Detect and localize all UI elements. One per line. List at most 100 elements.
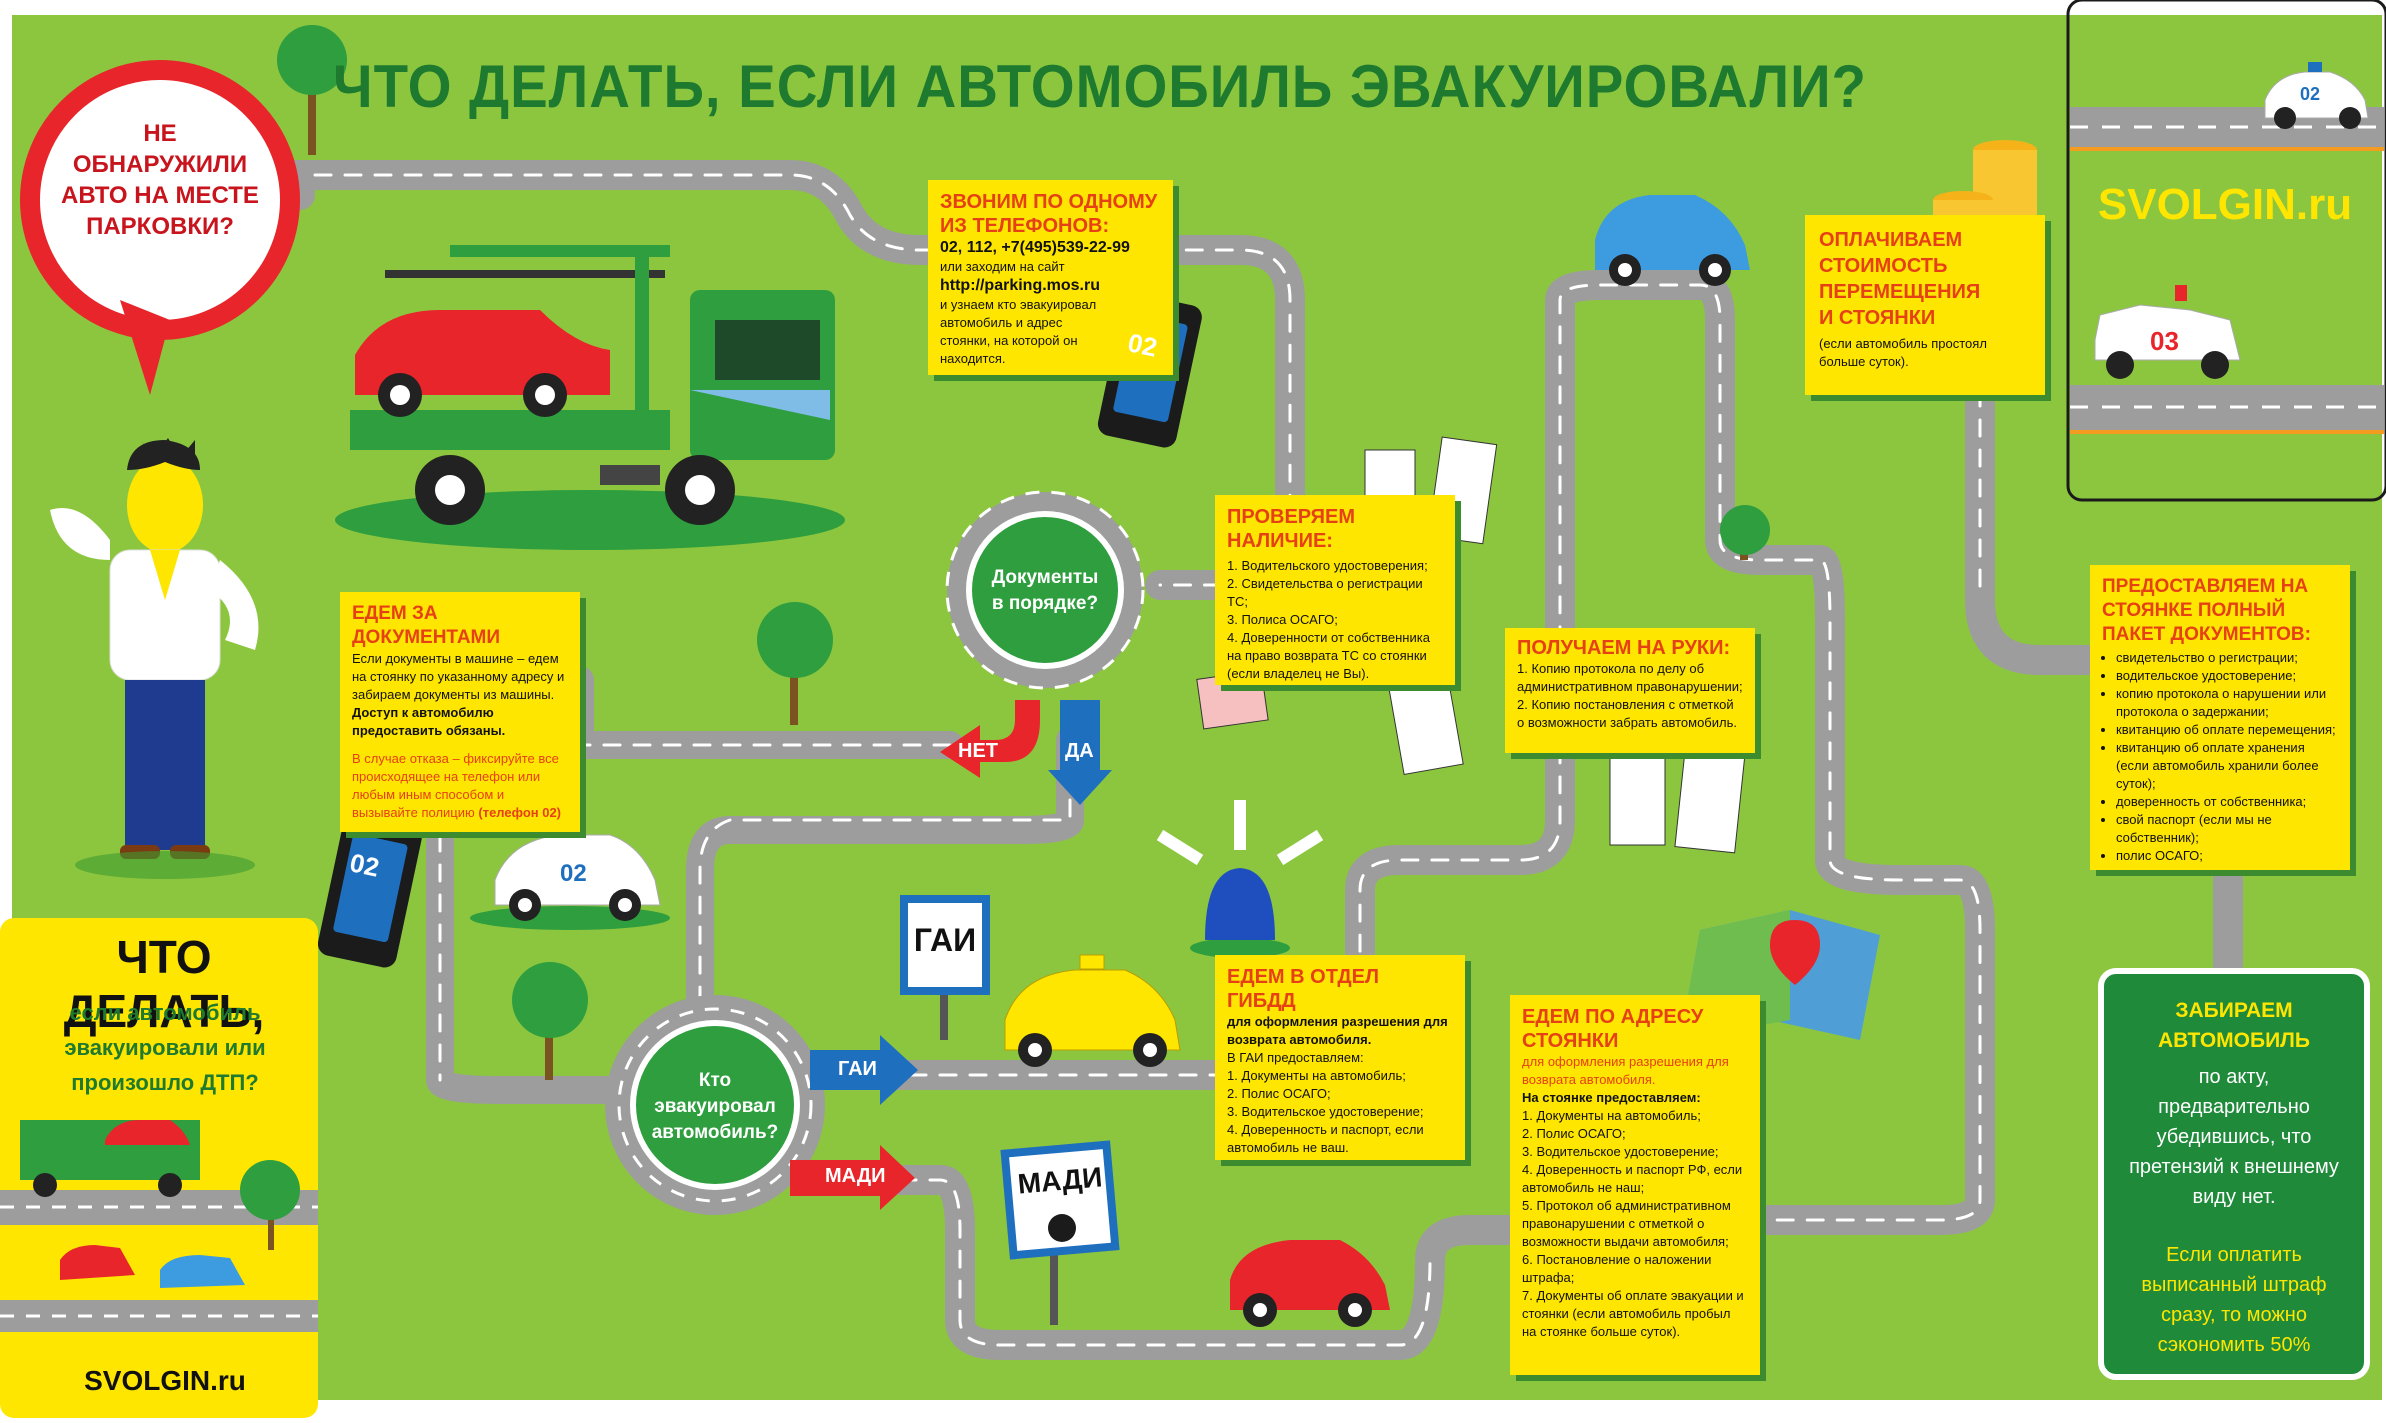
- address-item: 2. Полис ОСАГО;: [1522, 1126, 1626, 1141]
- who-roundabout: [605, 995, 825, 1215]
- siren-light: [1156, 800, 1324, 958]
- docs-roundabout-label: Документы в порядке?: [991, 567, 1099, 614]
- police-car-label: 02: [560, 860, 587, 887]
- ambulance: [2094, 285, 2241, 379]
- receive-item: 2. Копию постановления с отметкой о возм…: [1517, 697, 1737, 730]
- left-panel-site[interactable]: SVOLGIN.ru: [84, 1365, 246, 1396]
- address-item: 5. Протокол об административном правонар…: [1522, 1198, 1731, 1249]
- address-item: 3. Водительское удостоверение;: [1522, 1144, 1719, 1159]
- receive-heading: ПОЛУЧАЕМ НА РУКИ:: [1517, 637, 1731, 659]
- check-box-list: 1. Водительского удостоверения; 2. Свиде…: [1227, 557, 1443, 683]
- provide-heading: ПРЕДОСТАВЛЯЕМ НА СТОЯНКЕ ПОЛНЫЙ ПАКЕТ ДО…: [2102, 576, 2311, 645]
- address-item: 7. Документы об оплате эвакуации и стоян…: [1522, 1288, 1744, 1339]
- address-sub: для оформления разрешения для возврата а…: [1522, 1054, 1729, 1087]
- gibdd-item: 1. Документы на автомобиль;: [1227, 1068, 1406, 1083]
- right-panel-site[interactable]: SVOLGIN.ru: [2097, 180, 2353, 229]
- left-panel-box: [0, 918, 318, 1418]
- call-box-line1: или заходим на сайт: [940, 259, 1065, 274]
- pay-box: ОПЛАЧИВАЕМ СТОИМОСТЬ ПЕРЕМЕЩЕНИЯ И СТОЯН…: [1805, 215, 2045, 395]
- yes-arrow: [1048, 700, 1112, 805]
- pay-note: (если автомобиль простоял больше суток).: [1819, 336, 1987, 369]
- go-docs-red: В случае отказа – фиксируйте все происхо…: [352, 750, 568, 822]
- gibdd-sub: для оформления разрешения для возврата а…: [1227, 1014, 1448, 1047]
- police-car: [470, 822, 670, 930]
- call-box-phones: 02, 112, +7(495)539-22-99: [940, 239, 1130, 256]
- address-list: 1. Документы на автомобиль; 2. Полис ОСА…: [1522, 1107, 1748, 1341]
- right-police-label: 02: [2300, 84, 2321, 104]
- address-intro: На стоянке предоставляем:: [1522, 1090, 1701, 1105]
- left-panel-title: ЧТО ДЕЛАТЬ,: [63, 931, 265, 1037]
- check-box-heading: ПРОВЕРЯЕМ НАЛИЧИЕ:: [1227, 506, 1356, 552]
- trees: [277, 25, 1770, 1080]
- go-docs-bold: Доступ к автомобилю предоставить обязаны…: [352, 705, 506, 738]
- go-docs-red-text: В случае отказа – фиксируйте все происхо…: [352, 751, 559, 820]
- final-note: Если оплатить выписанный штраф сразу, то…: [2141, 1244, 2327, 1356]
- provide-item: водительское удостоверение;: [2116, 667, 2338, 685]
- call-box: ЗВОНИМ ПО ОДНОМУ ИЗ ТЕЛЕФОНОВ: 02, 112, …: [928, 180, 1173, 375]
- confused-person: [50, 438, 259, 879]
- left-panel-subtitle: если автомобиль эвакуировали или произош…: [64, 1000, 266, 1095]
- right-panel-roads: [2066, 0, 2386, 502]
- check-box: ПРОВЕРЯЕМ НАЛИЧИЕ: 1. Водительского удос…: [1215, 495, 1455, 685]
- gibdd-item: 4. Доверенность и паспорт, если автомоби…: [1227, 1122, 1424, 1155]
- provide-item: полис ОСАГО;: [2116, 847, 2338, 865]
- final-heading: ЗАБИРАЕМ АВТОМОБИЛЬ: [2157, 999, 2310, 1052]
- pay-heading: ОПЛАЧИВАЕМ СТОИМОСТЬ ПЕРЕМЕЩЕНИЯ И СТОЯН…: [1819, 229, 1981, 329]
- taxi-car: [1004, 954, 1181, 1067]
- speech-bubble: [20, 60, 300, 395]
- gai-sign: [900, 895, 990, 1040]
- page-title: ЧТО ДЕЛАТЬ, ЕСЛИ АВТОМОБИЛЬ ЭВАКУИРОВАЛИ…: [333, 53, 1867, 120]
- call-box-heading: ЗВОНИМ ПО ОДНОМУ ИЗ ТЕЛЕФОНОВ:: [940, 191, 1158, 237]
- gibdd-intro: В ГАИ предоставляем:: [1227, 1050, 1364, 1065]
- blue-car: [1595, 195, 1750, 286]
- check-item: 3. Полиса ОСАГО;: [1227, 612, 1338, 627]
- provide-item: копию протокола о нарушении или протокол…: [2116, 685, 2338, 721]
- yes-label: ДА: [1065, 740, 1094, 762]
- go-docs-text: Если документы в машине – едем на стоянк…: [352, 651, 565, 702]
- red-car: [1230, 1240, 1390, 1327]
- gibdd-box: ЕДЕМ В ОТДЕЛ ГИБДД для оформления разреш…: [1215, 955, 1465, 1160]
- receive-box: ПОЛУЧАЕМ НА РУКИ: 1. Копию протокола по …: [1505, 628, 1755, 753]
- no-arrow: [940, 700, 1040, 778]
- address-item: 6. Постановление о наложении штрафа;: [1522, 1252, 1712, 1285]
- receive-list: 1. Копию протокола по делу об администра…: [1517, 660, 1743, 732]
- gibdd-list: 1. Документы на автомобиль; 2. Полис ОСА…: [1227, 1067, 1453, 1157]
- gai-sign-label: ГАИ: [913, 922, 977, 958]
- gibdd-heading: ЕДЕМ В ОТДЕЛ ГИБДД: [1227, 966, 1380, 1012]
- call-box-site[interactable]: http://parking.mos.ru: [940, 277, 1100, 294]
- provide-item: квитанцию об оплате хранения (если автом…: [2116, 739, 2338, 793]
- tow-truck: [335, 245, 845, 550]
- who-roundabout-label: Кто эвакуировал автомобиль?: [651, 1070, 779, 1143]
- provide-box: ПРЕДОСТАВЛЯЕМ НА СТОЯНКЕ ПОЛНЫЙ ПАКЕТ ДО…: [2090, 565, 2350, 870]
- provide-item: свой паспорт (если мы не собственник);: [2116, 811, 2338, 847]
- roads: [270, 160, 2243, 1360]
- provide-item: доверенность от собственника;: [2116, 793, 2338, 811]
- provide-item: квитанцию об оплате перемещения;: [2116, 721, 2338, 739]
- go-docs-red-bold: (телефон 02): [478, 805, 562, 820]
- right-police-car: [2264, 62, 2369, 129]
- docs-roundabout: [945, 490, 1145, 690]
- phone-02-left: [317, 813, 422, 968]
- ambulance-label: 03: [2150, 326, 2179, 356]
- gibdd-item: 3. Водительское удостоверение;: [1227, 1104, 1424, 1119]
- final-text: по акту, предварительно убедившись, что …: [2129, 1066, 2339, 1208]
- go-docs-box: ЕДЕМ ЗА ДОКУМЕНТАМИ Если документы в маш…: [340, 592, 580, 832]
- madi-arrow: [790, 1145, 915, 1210]
- madi-sign: [1000, 1140, 1120, 1325]
- gai-arrow: [810, 1035, 918, 1105]
- no-label: НЕТ: [958, 740, 998, 762]
- madi-arrow-label: МАДИ: [825, 1165, 886, 1187]
- check-item: 1. Водительского удостоверения;: [1227, 558, 1428, 573]
- provide-item: свидетельство о регистрации;: [2116, 649, 2338, 667]
- provide-list: свидетельство о регистрации; водительско…: [2102, 649, 2338, 865]
- gibdd-item: 2. Полис ОСАГО;: [1227, 1086, 1331, 1101]
- address-item: 4. Доверенность и паспорт РФ, если автом…: [1522, 1162, 1743, 1195]
- address-box: ЕДЕМ ПО АДРЕСУ СТОЯНКИ для оформления ра…: [1510, 995, 1760, 1375]
- address-item: 1. Документы на автомобиль;: [1522, 1108, 1701, 1123]
- final-box: ЗАБИРАЕМ АВТОМОБИЛЬ по акту, предварител…: [2098, 968, 2370, 1380]
- bubble-text: НЕ ОБНАРУЖИЛИ АВТО НА МЕСТЕ ПАРКОВКИ?: [61, 120, 259, 240]
- call-box-line2: и узнаем кто эвакуировал автомобиль и ад…: [940, 297, 1097, 366]
- gai-arrow-label: ГАИ: [838, 1058, 877, 1080]
- go-docs-heading: ЕДЕМ ЗА ДОКУМЕНТАМИ: [352, 603, 501, 648]
